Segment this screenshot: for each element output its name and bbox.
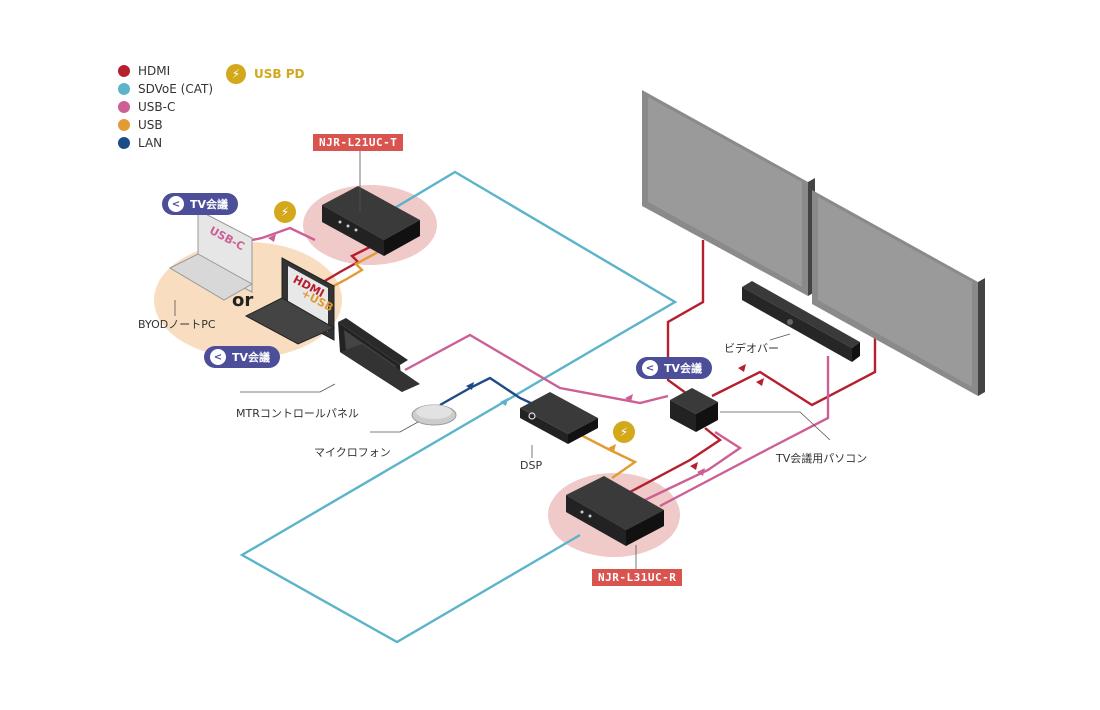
legend-item-hdmi: HDMI <box>118 62 213 80</box>
legend-label: LAN <box>138 136 163 150</box>
legend-item-lan: LAN <box>118 134 213 152</box>
connector-arrows <box>268 234 705 476</box>
legend-item-usb: USB <box>118 116 213 134</box>
transmitter-device <box>322 186 420 256</box>
legend-label: USB-C <box>138 100 176 114</box>
mtr-panel-device <box>338 318 420 392</box>
pill-label: TV会議 <box>232 351 271 364</box>
legend-dot-usb <box>118 119 130 131</box>
share-icon: < <box>168 196 184 212</box>
laptop-hdmi <box>244 257 336 345</box>
dsp-label: DSP <box>520 459 543 472</box>
lightning-icon: ⚡ <box>274 201 296 223</box>
or-text: or <box>232 290 254 311</box>
legend-label: USB PD <box>254 67 305 81</box>
usb-cable-byod <box>321 250 379 294</box>
legend-item-usbc: USB-C <box>118 98 213 116</box>
usbc-cable-videobar <box>659 356 830 508</box>
pill-label: TV会議 <box>190 198 229 211</box>
byod-pc-label: BYODノートPC <box>138 318 216 331</box>
conf-pc-device <box>670 388 718 432</box>
legend-label: SDVoE (CAT) <box>138 82 214 96</box>
receiver-device <box>566 476 664 546</box>
usb-cable-dsp <box>574 430 638 479</box>
lightning-icon: ⚡ <box>226 64 246 84</box>
display-left <box>642 90 815 296</box>
usbc-cable-rx-pc <box>644 430 743 502</box>
legend-item-usbpd: ⚡ USB PD <box>226 64 304 84</box>
lan-cable <box>439 376 536 407</box>
legend-item-sdvoe: SDVoE (CAT) <box>118 80 213 98</box>
tv-conf-pill-laptop: < TV会議 <box>162 193 239 215</box>
legend: HDMI SDVoE (CAT) USB-C USB LAN <box>118 62 213 152</box>
legend-dot-sdvoe <box>118 83 130 95</box>
microphone-label: マイクロフォン <box>314 446 391 459</box>
conf-pc-label: TV会議用パソコン <box>776 452 868 465</box>
video-bar-label: ビデオバー <box>724 342 779 355</box>
share-icon: < <box>210 349 226 365</box>
tv-conf-pill-laptop-2: < TV会議 <box>204 346 281 368</box>
pill-label: TV会議 <box>664 362 703 375</box>
share-icon: < <box>642 360 658 376</box>
mtr-panel-label: MTRコントロールパネル <box>236 407 359 420</box>
sdvoe-cable <box>239 170 678 644</box>
lightning-icon: ⚡ <box>613 421 635 443</box>
transmitter-model-tag: NJR-L21UC-T <box>313 134 404 151</box>
video-bar <box>742 281 860 362</box>
microphone-device <box>411 404 457 426</box>
legend-label: HDMI <box>138 64 171 78</box>
legend-dot-hdmi <box>118 65 130 77</box>
dsp-device <box>520 392 598 444</box>
tv-conf-pill-pc: < TV会議 <box>636 357 713 379</box>
hdmi-cable-display-left <box>666 240 705 397</box>
hdmi-cable-rx-pc <box>629 427 723 494</box>
legend-dot-lan <box>118 137 130 149</box>
usbc-cable-mtr <box>404 333 669 405</box>
display-right <box>812 190 985 396</box>
laptop-usbc <box>168 209 254 301</box>
leader-lines <box>174 150 831 570</box>
legend-label: USB <box>138 118 163 132</box>
hdmi-cable-display-right <box>711 338 877 407</box>
receiver-model-tag: NJR-L31UC-R <box>592 569 683 586</box>
legend-dot-usbc <box>118 101 130 113</box>
